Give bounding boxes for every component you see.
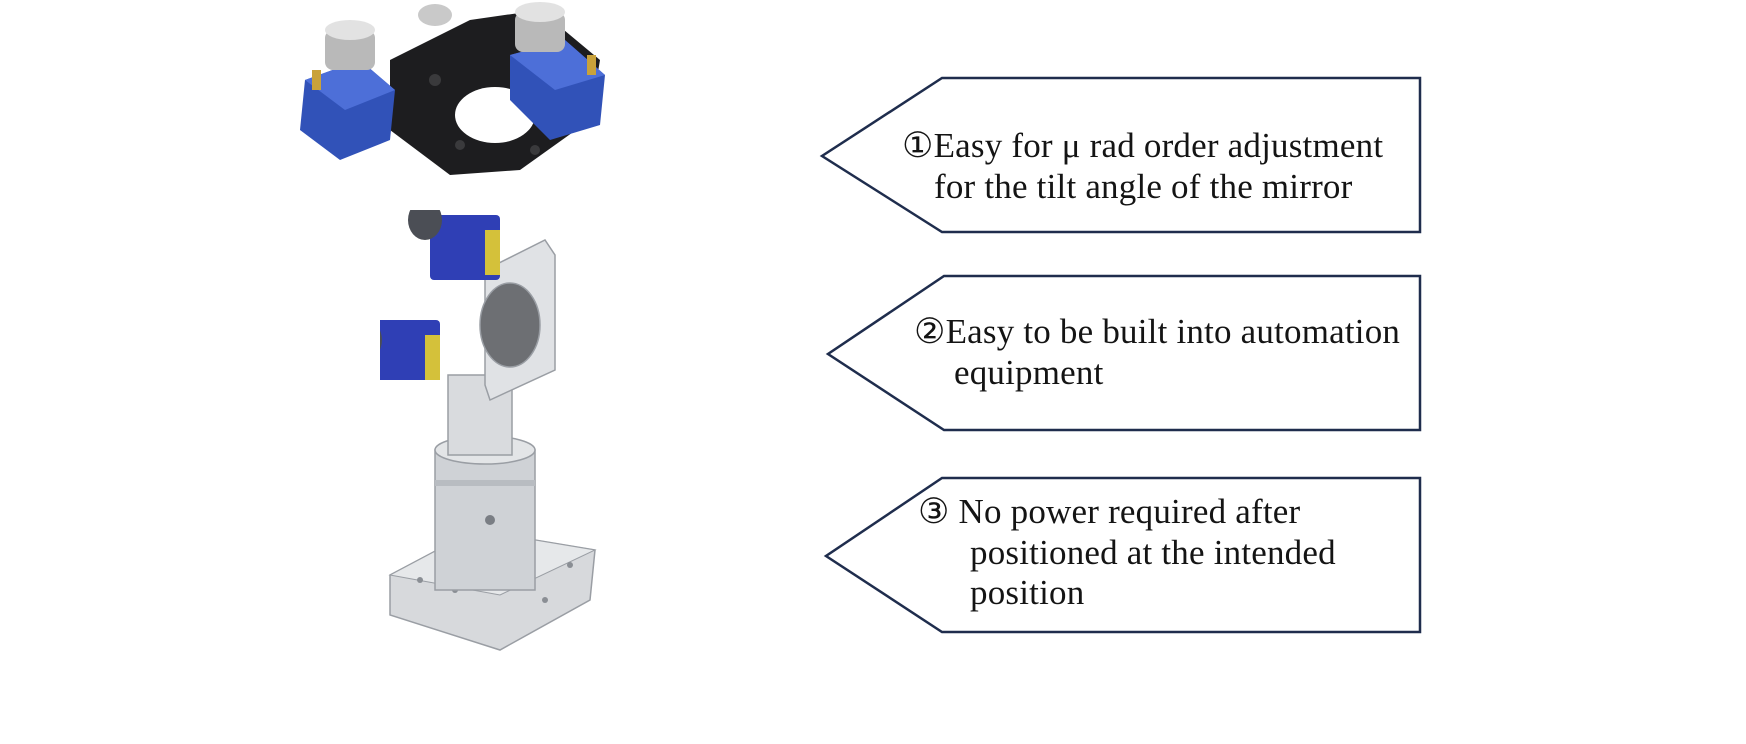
callout-feature-2: ②Easy to be built into automation equipm…: [825, 274, 1424, 434]
callout-line: position: [970, 573, 1085, 613]
callout-line: positioned at the intended: [970, 532, 1336, 572]
callout-text: ②Easy to be built into automation equipm…: [914, 312, 1400, 393]
callout-arrow-shape: [825, 274, 1422, 432]
callout-feature-1: ①Easy for μ rad order adjustment for the…: [819, 76, 1424, 236]
callout-text: ③ No power required after positioned at …: [918, 492, 1336, 614]
callout-text: ①Easy for μ rad order adjustment for the…: [902, 126, 1383, 207]
callout-arrow-shape: [823, 476, 1422, 634]
callout-line: ③ No power required after: [918, 492, 1301, 531]
post-mirror-mount-with-actuators-icon: [348, 200, 680, 730]
callout-line: ①Easy for μ rad order adjustment: [902, 126, 1384, 165]
kinematic-mirror-mount-icon: [300, 0, 700, 205]
callout-line: for the tilt angle of the mirror: [934, 166, 1353, 206]
callout-line: equipment: [954, 352, 1104, 392]
callout-arrow-shape: [819, 76, 1422, 234]
callout-line: ②Easy to be built into automation: [914, 312, 1401, 351]
callout-feature-3: ③ No power required after positioned at …: [823, 476, 1424, 636]
